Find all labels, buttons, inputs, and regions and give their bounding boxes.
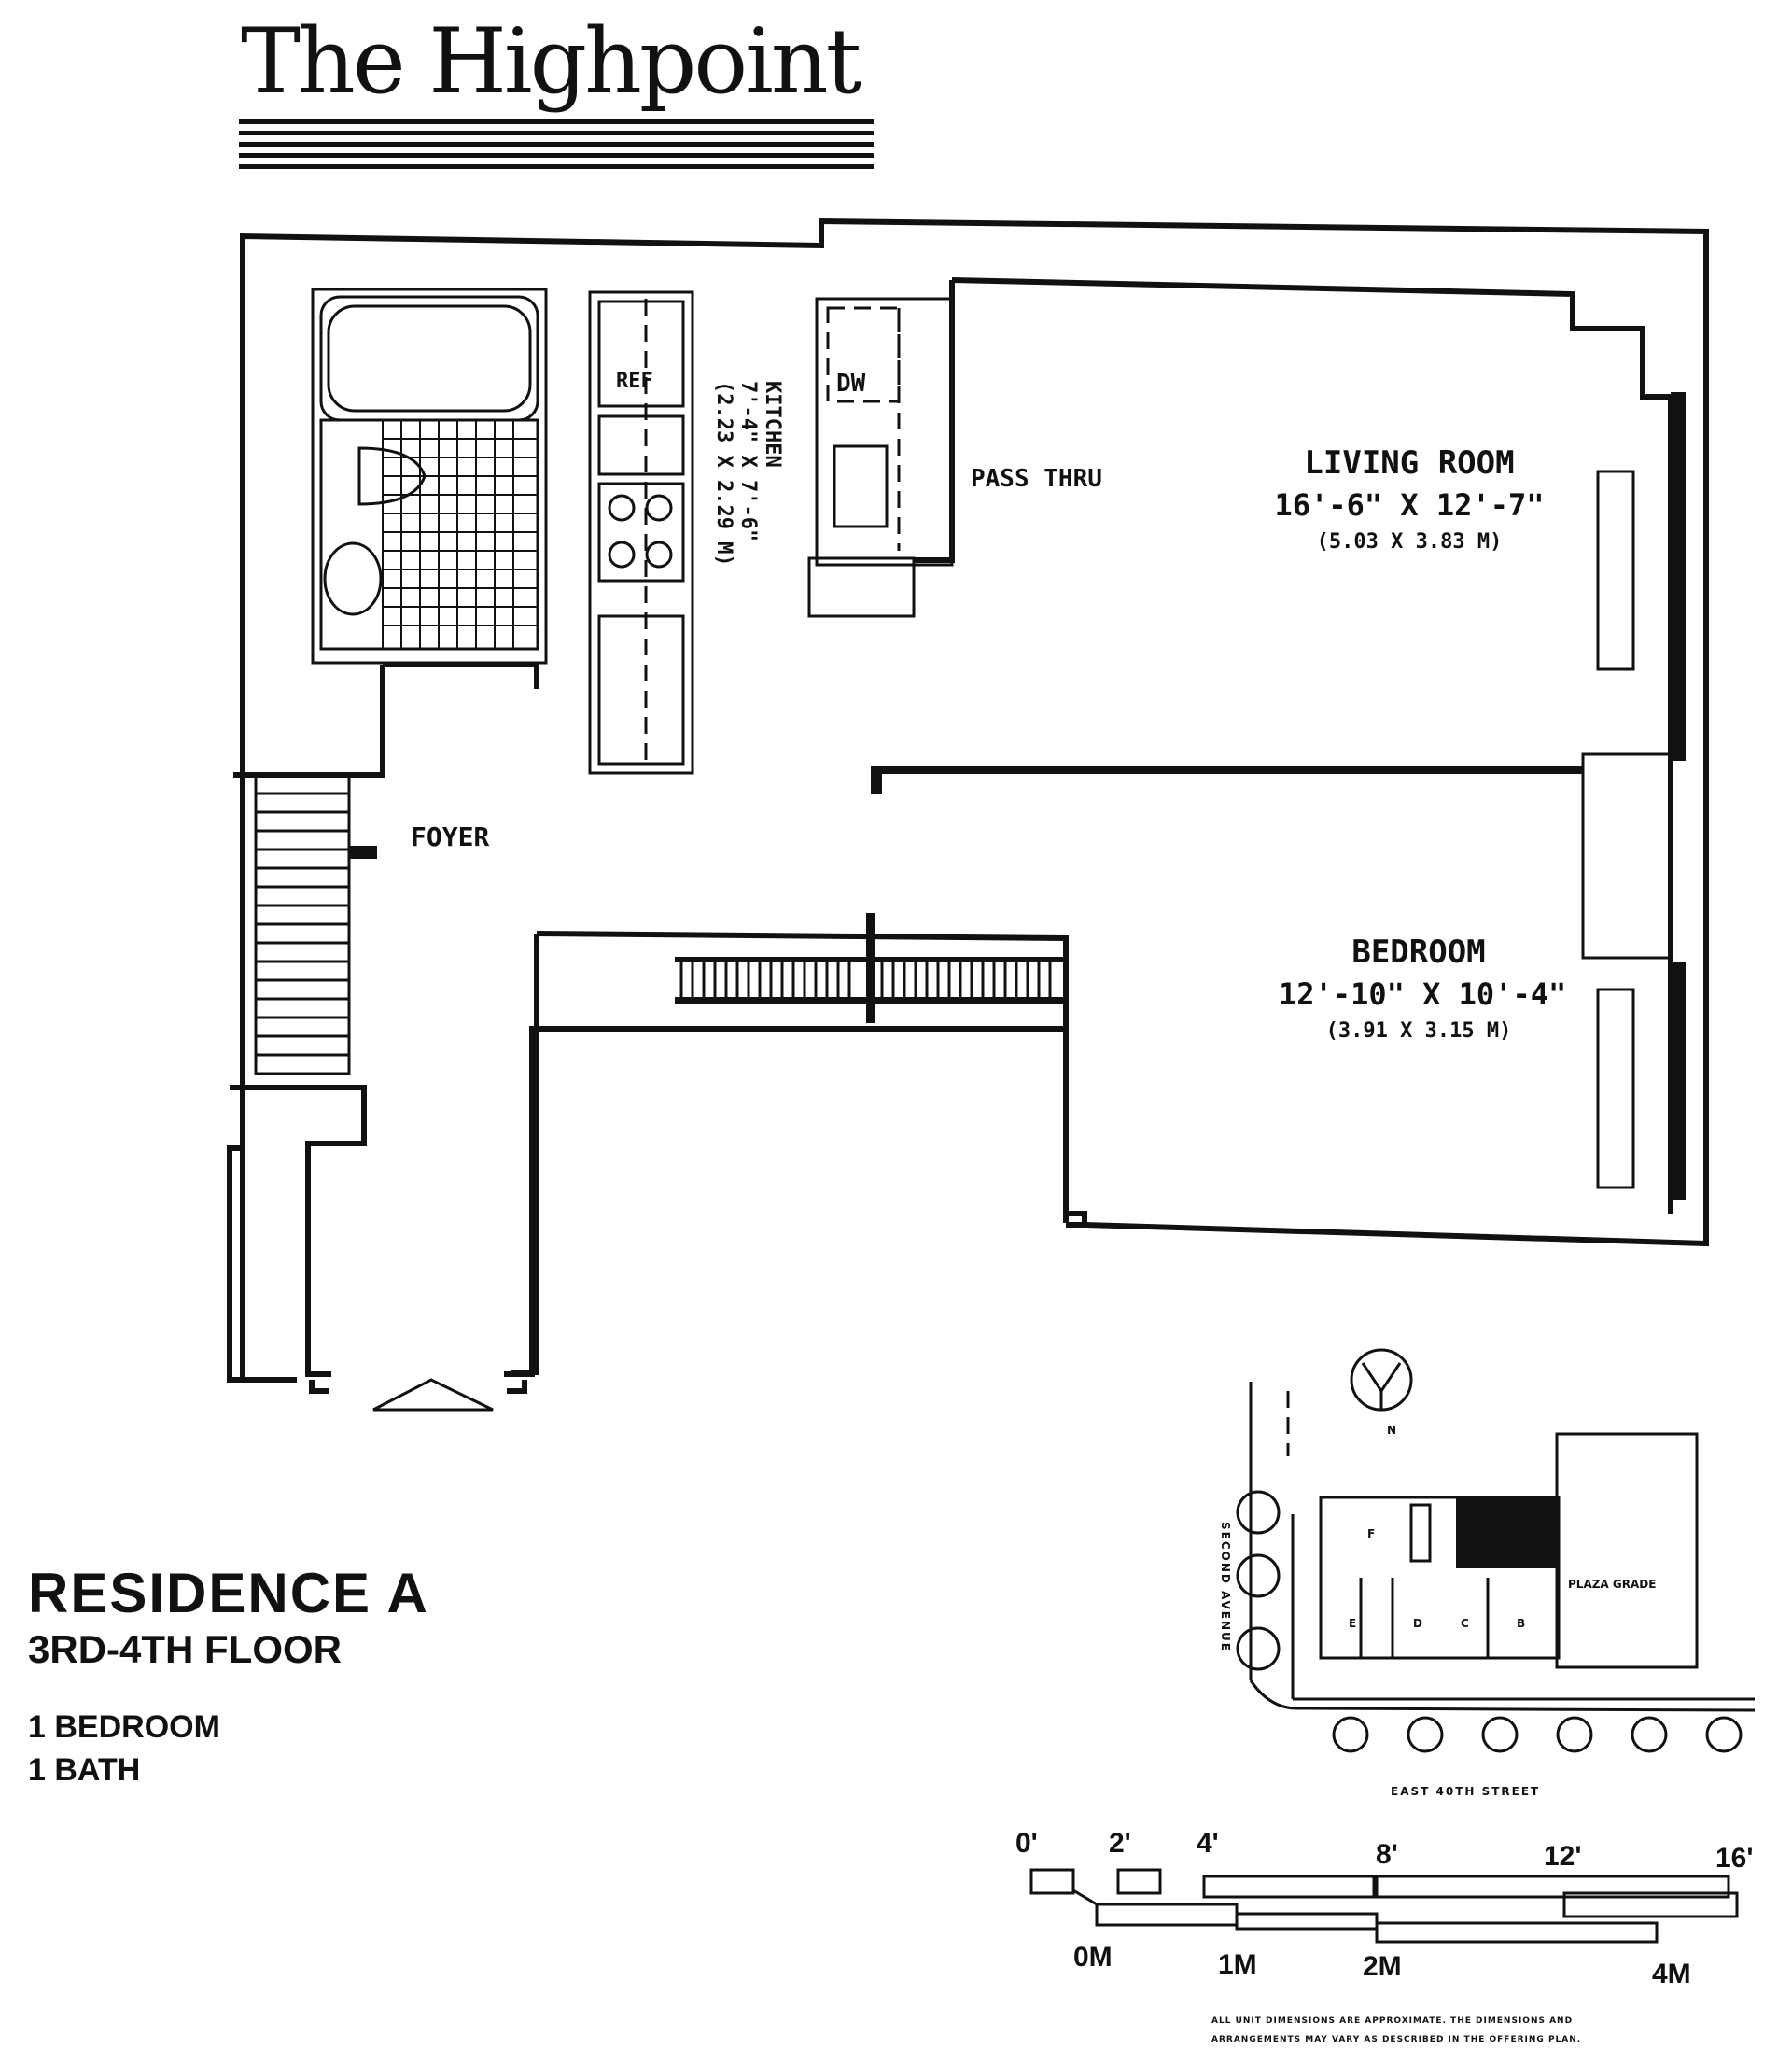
pass-thru-label: PASS THRU [971, 465, 1102, 493]
closet-shelving [254, 773, 377, 1075]
scale-ft-16: 16' [1715, 1843, 1754, 1874]
key-plan-unit-d: D [1413, 1617, 1422, 1630]
bedroom-dims-ft: 12'-10" X 10'-4" [1279, 976, 1567, 1012]
key-plan-unit-e: E [1349, 1617, 1357, 1630]
kitchen-dims-m: (2.23 X 2.29 M) [712, 381, 735, 567]
scale-ft-0: 0' [1015, 1828, 1038, 1859]
north-label: N [1387, 1424, 1397, 1437]
kitchen-name: KITCHEN [761, 381, 784, 468]
key-plan [1236, 1348, 1756, 1753]
residence-title: RESIDENCE A [28, 1562, 429, 1624]
kitchen-dims-ft: 7'-4" X 7'-6" [736, 381, 760, 542]
partition-wall [871, 766, 1582, 794]
scale-ft-4: 4' [1197, 1828, 1219, 1859]
living-room-dims-m: (5.03 X 3.83 M) [1316, 530, 1503, 554]
bedroom-name: BEDROOM [1351, 934, 1486, 971]
key-plan-unit-b: B [1517, 1617, 1526, 1630]
scale-ft-2: 2' [1109, 1828, 1131, 1859]
scale-ft-8: 8' [1376, 1839, 1398, 1870]
ref-label: REF [616, 370, 653, 393]
key-plan-street: EAST 40TH STREET [1391, 1785, 1541, 1798]
foyer-label: FOYER [411, 822, 490, 852]
disclaimer-line-1: ALL UNIT DIMENSIONS ARE APPROXIMATE. THE… [1211, 2016, 1574, 2026]
scale-m-1: 1M [1218, 1949, 1257, 1980]
residence-info: RESIDENCE A 3RD-4TH FLOOR 1 BEDROOM 1 BA… [28, 1561, 429, 1791]
title-underline [239, 119, 874, 169]
scale-m-0: 0M [1073, 1942, 1113, 1973]
scale-bar [1029, 1868, 1739, 1944]
key-plan-plaza: PLAZA GRADE [1568, 1578, 1657, 1591]
bath-count: 1 BATH [28, 1752, 141, 1788]
bathroom [233, 288, 548, 778]
dw-label: DW [836, 370, 866, 398]
living-room-name: LIVING ROOM [1304, 444, 1515, 482]
kitchen-counters [588, 280, 955, 775]
scale-ft-12: 12' [1544, 1841, 1582, 1872]
kitchen-label: KITCHEN 7'-4" X 7'-6" (2.23 X 2.29 M) [711, 381, 784, 567]
entry-corridor [227, 934, 1069, 1394]
scale-m-2: 2M [1363, 1951, 1402, 1982]
key-plan-side-street: SECOND AVENUE [1219, 1522, 1232, 1652]
exterior-walls [240, 218, 1709, 1380]
building-title: The Highpoint [241, 9, 861, 114]
disclaimer-line-2: ARRANGEMENTS MAY VARY AS DESCRIBED IN TH… [1211, 2035, 1582, 2044]
living-room-dims-ft: 16'-6" X 12'-7" [1274, 487, 1545, 523]
bedroom-count: 1 BEDROOM [28, 1709, 220, 1745]
scale-m-4: 4M [1652, 1959, 1691, 1989]
balcony-railing [675, 913, 1067, 1023]
entry-arrow [372, 1378, 494, 1412]
key-plan-unit-c: C [1461, 1617, 1469, 1630]
bedroom-label: BEDROOM 12'-10" X 10'-4" (3.91 X 3.15 M) [1279, 934, 1567, 1043]
bedroom-dims-m: (3.91 X 3.15 M) [1325, 1019, 1512, 1043]
living-room-walls [951, 277, 1686, 1214]
living-room-label: LIVING ROOM 16'-6" X 12'-7" (5.03 X 3.83… [1269, 444, 1549, 554]
key-plan-unit-f: F [1367, 1527, 1376, 1540]
residence-floor: 3RD-4TH FLOOR [28, 1627, 342, 1671]
